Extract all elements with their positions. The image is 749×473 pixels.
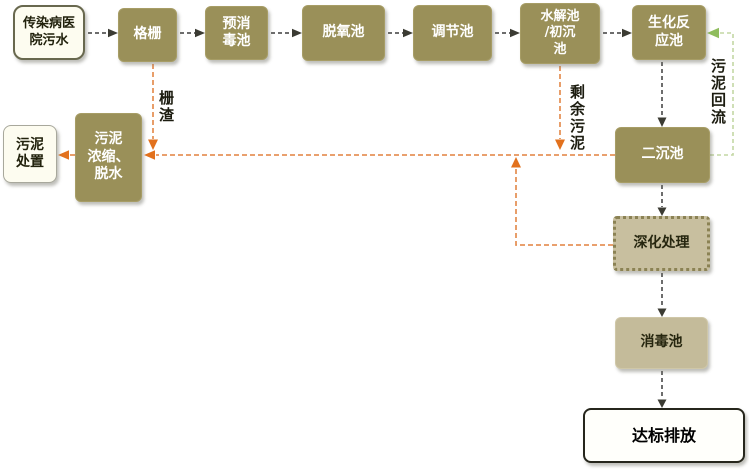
- node-secondary-sedimentation-tank: 二沉池: [615, 127, 710, 183]
- arrow-advanced-to-sludge-line: [511, 157, 613, 246]
- node-advanced-treatment: 深化处理: [613, 216, 710, 271]
- arrow-disinfection-to-discharge: [657, 371, 667, 408]
- arrow-hydrolysis-to-biochemical: [603, 28, 632, 38]
- arrow-screen-residue: [148, 64, 158, 150]
- arrow-source-to-bar-screen: [88, 28, 118, 38]
- arrow-bar-screen-to-pre-disinfection: [180, 28, 205, 38]
- label-sludge-return: 污泥回流: [709, 58, 727, 126]
- arrow-advanced-to-disinfection: [657, 273, 667, 317]
- arrow-secondary-to-advanced: [657, 185, 667, 216]
- label-screen-residue: 栅渣: [157, 90, 175, 124]
- arrow-regulating-to-hydrolysis: [495, 28, 520, 38]
- arrow-deoxygenation-to-regulating: [388, 28, 413, 38]
- node-hydrolysis-primary-tank: 水解池 /初沉 池: [520, 3, 600, 64]
- node-pre-disinfection-tank: 预消 毒池: [205, 6, 268, 60]
- arrow-pre-disinfection-to-deoxygenation: [271, 28, 302, 38]
- arrow-sludge-return: [707, 27, 734, 156]
- arrow-biochemical-to-secondary: [657, 62, 667, 127]
- arrow-thickening-to-disposal: [58, 150, 75, 160]
- node-bar-screen: 格栅: [118, 8, 177, 62]
- node-hospital-sewage-source: 传染病医 院污水: [13, 5, 85, 60]
- node-standard-discharge: 达标排放: [583, 408, 745, 463]
- arrow-sludge-main-to-thickening: [144, 150, 615, 160]
- label-excess-sludge: 剩余污泥: [568, 84, 586, 152]
- arrow-excess-sludge: [555, 66, 565, 150]
- node-regulating-tank: 调节池: [413, 5, 492, 61]
- node-disinfection-tank: 消毒池: [615, 317, 708, 369]
- node-sludge-disposal: 污泥 处置: [3, 125, 57, 183]
- node-biochemical-reaction-tank: 生化反 应池: [632, 5, 706, 60]
- node-sludge-thickening-dewatering: 污泥 浓缩、 脱水: [75, 113, 142, 202]
- node-deoxygenation-tank: 脱氧池: [302, 5, 385, 61]
